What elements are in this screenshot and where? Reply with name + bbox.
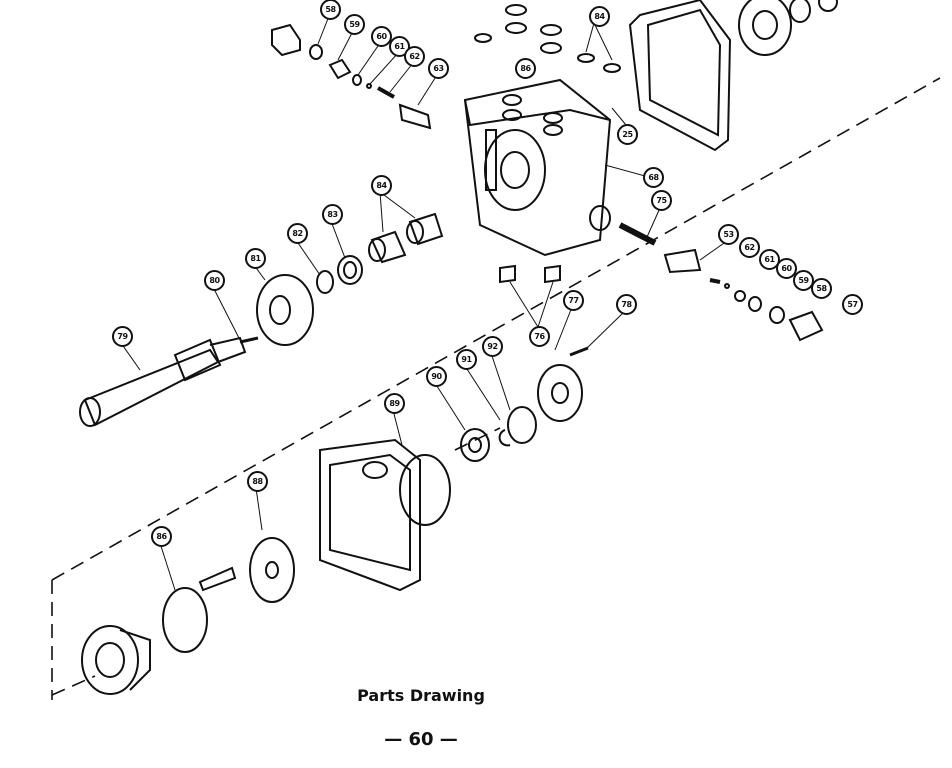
callout-76: 76 xyxy=(529,326,550,347)
callout-80: 80 xyxy=(204,270,225,291)
callout-60: 60 xyxy=(371,26,392,47)
callout-59: 59 xyxy=(344,14,365,35)
callout-84: 84 xyxy=(371,175,392,196)
callout-58: 58 xyxy=(811,278,832,299)
callout-83: 83 xyxy=(322,204,343,225)
page-number: — 60 — xyxy=(384,729,458,750)
callout-90: 90 xyxy=(426,366,447,387)
callout-60: 60 xyxy=(776,258,797,279)
bearings-left xyxy=(316,212,444,294)
cylinder-block xyxy=(81,537,295,695)
callout-82: 82 xyxy=(287,223,308,244)
callout-86: 86 xyxy=(515,58,536,79)
callout-75: 75 xyxy=(651,190,672,211)
callout-68: 68 xyxy=(643,167,664,188)
callout-78: 78 xyxy=(616,294,637,315)
callout-58: 58 xyxy=(320,0,341,20)
callout-89: 89 xyxy=(384,393,405,414)
callout-88: 88 xyxy=(247,471,268,492)
drive-shaft xyxy=(79,336,247,427)
callout-62: 62 xyxy=(739,237,760,258)
callout-53: 53 xyxy=(718,224,739,245)
callout-81: 81 xyxy=(245,248,266,269)
lower-bearings xyxy=(460,346,589,462)
callout-79: 79 xyxy=(112,326,133,347)
leader-lines xyxy=(120,15,728,591)
callout-63: 63 xyxy=(428,58,449,79)
callout-57: 57 xyxy=(842,294,863,315)
shaft-seal xyxy=(738,0,838,56)
callout-92: 92 xyxy=(482,336,503,357)
end-cover xyxy=(319,438,451,592)
callout-77: 77 xyxy=(563,290,584,311)
bearing-plate xyxy=(239,274,314,346)
gasket xyxy=(628,0,732,152)
callout-86: 86 xyxy=(151,526,172,547)
callout-25: 25 xyxy=(617,124,638,145)
relief-valve-parts-right xyxy=(499,222,824,342)
callout-62: 62 xyxy=(404,46,425,67)
figure-caption: Parts Drawing xyxy=(357,686,485,705)
valve-housing xyxy=(463,78,612,257)
relief-valve-parts-top xyxy=(271,4,621,130)
callout-91: 91 xyxy=(456,349,477,370)
callout-84: 84 xyxy=(589,6,610,27)
